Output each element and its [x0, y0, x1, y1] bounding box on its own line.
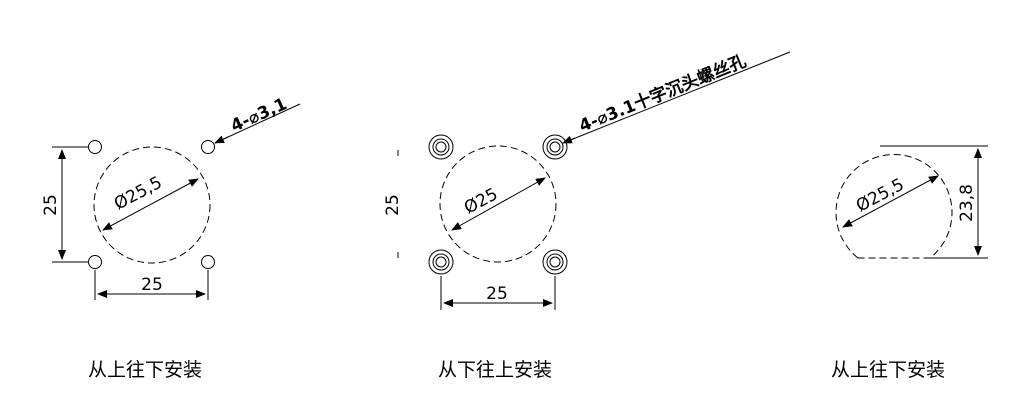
mount-caption: 从下往上安装: [438, 359, 552, 381]
horizontal-dimension-label: 25: [486, 284, 508, 304]
screw-hole: [88, 140, 102, 154]
countersunk-hole: [428, 134, 454, 160]
cutout-flat-circle: [835, 154, 953, 259]
cutout-circle: [439, 145, 557, 263]
hole-callout-leader: [214, 103, 301, 144]
cutout-circle: [93, 146, 211, 264]
countersunk-hole: [428, 249, 454, 275]
diameter-leader: [102, 178, 199, 231]
vertical-dimension-label: 25: [41, 194, 61, 216]
mount-caption: 从上往下安装: [831, 359, 945, 381]
vertical-dimension-label: 23,8: [957, 184, 977, 222]
countersunk-hole: [542, 249, 568, 275]
hole-callout-leader: [562, 51, 791, 144]
panel-bottom-mount: 25 25 Ø25 4-⌀3.1十字沉头螺丝孔 从下往上安装: [383, 50, 791, 381]
panel-top-mount-left: 25 25 Ø25,5 4-⌀3,1 从上往下安装: [41, 94, 301, 381]
diameter-leader: [451, 177, 546, 231]
mount-caption: 从上往下安装: [88, 359, 202, 381]
screw-hole: [201, 255, 215, 269]
diameter-label: Ø25,5: [853, 175, 908, 217]
screw-hole: [88, 255, 102, 269]
countersunk-hole: [542, 134, 568, 160]
diameter-label: Ø25,5: [111, 173, 166, 215]
hole-callout-label: 4-⌀3.1十字沉头螺丝孔: [576, 50, 749, 136]
panel-top-mount-right: 23,8 Ø25,5 从上往下安装: [831, 145, 988, 381]
diameter-leader: [842, 175, 939, 228]
vertical-dimension-label: 25: [383, 194, 403, 216]
screw-hole: [201, 140, 215, 154]
hole-callout-label: 4-⌀3,1: [228, 94, 290, 136]
horizontal-dimension-label: 25: [141, 275, 163, 295]
